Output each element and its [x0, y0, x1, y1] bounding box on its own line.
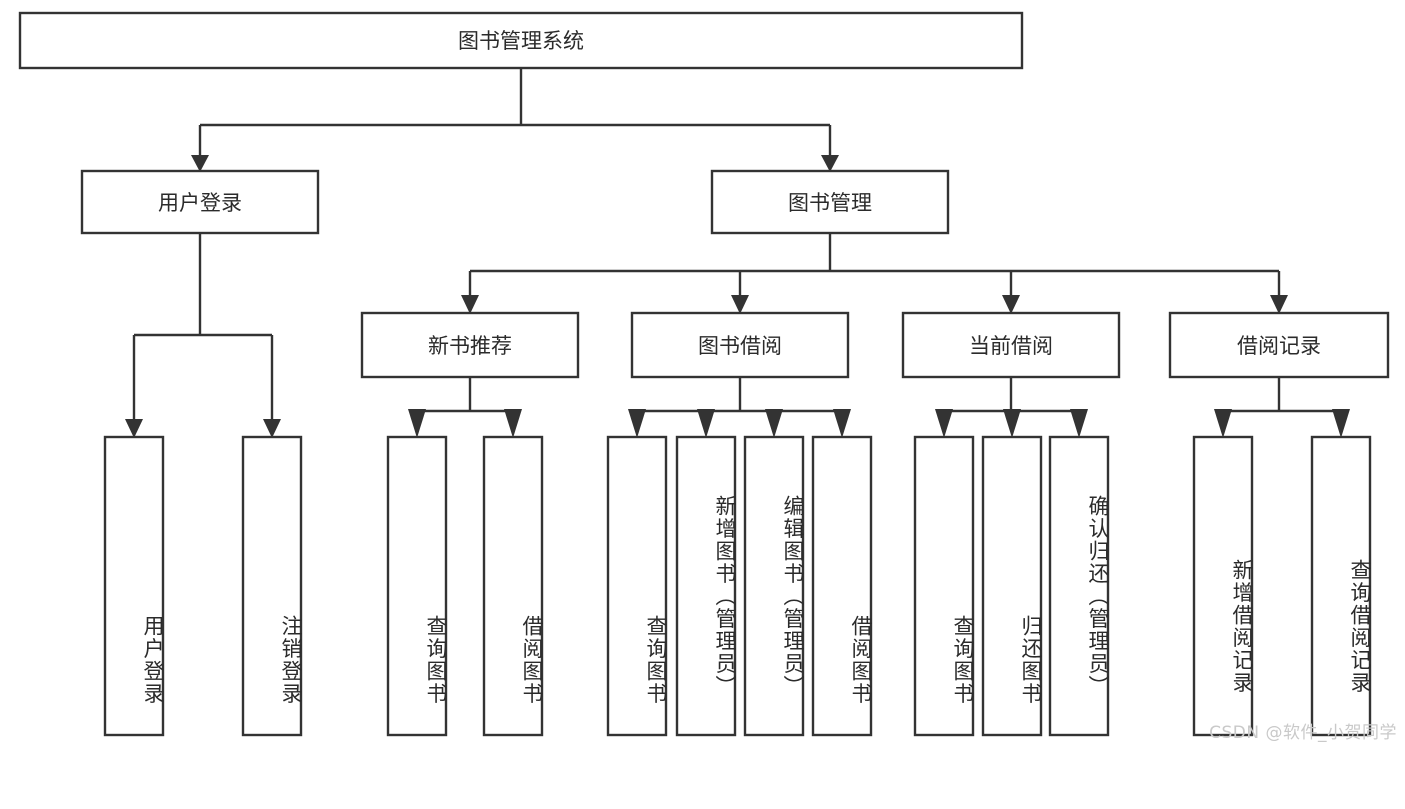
connector-root-bus [198, 68, 832, 158]
node-leaf-user-login-box[interactable] [103, 435, 165, 737]
node-borrow-record-label: 借阅记录 [1237, 334, 1321, 358]
connector-borrow-record-bus [1221, 377, 1343, 422]
node-book-borrow-label: 图书借阅 [698, 334, 782, 358]
arrow-head-icon [263, 419, 281, 438]
connector-book-manage-bus [468, 233, 1281, 298]
arrow-head-icon [1003, 409, 1021, 438]
arrow-head-icon [628, 409, 646, 438]
node-leaf-edit-book-box[interactable] [743, 435, 805, 737]
arrow-head-icon [821, 155, 839, 172]
node-book-manage-box[interactable] [710, 169, 950, 235]
node-book-borrow-box[interactable] [630, 311, 850, 379]
arrow-head-icon [1214, 409, 1232, 438]
node-leaf-confirm-return-box[interactable] [1048, 435, 1110, 737]
node-user-login-box[interactable] [80, 169, 320, 235]
diagram-canvas-container: 图书管理系统 用户登录 图书管理 新书推荐 图书借阅 当前借阅 借阅记录 [18, 11, 1397, 743]
arrow-head-icon [1002, 295, 1020, 314]
connector-user-login-bus [132, 233, 274, 422]
node-book-manage-label: 图书管理 [788, 191, 872, 215]
arrow-head-icon [731, 295, 749, 314]
arrow-head-icon [765, 409, 783, 438]
node-root-box[interactable] [18, 11, 1024, 70]
arrow-head-icon [833, 409, 851, 438]
node-new-book-rec[interactable]: 新书推荐 [360, 311, 580, 379]
node-leaf-query-record-box[interactable] [1310, 435, 1372, 737]
arrow-head-icon [1270, 295, 1288, 314]
node-borrow-record-box[interactable] [1168, 311, 1390, 379]
node-user-login[interactable]: 用户登录 [80, 169, 320, 235]
node-leaf-query-book-1-box[interactable] [386, 435, 448, 737]
node-root[interactable]: 图书管理系统 [18, 11, 1024, 70]
arrow-head-icon [697, 409, 715, 438]
node-leaf-borrow-book-2-box[interactable] [811, 435, 873, 737]
connector-layer [132, 68, 1343, 422]
leaf-box-layer [103, 435, 1372, 737]
node-leaf-add-record-box[interactable] [1192, 435, 1254, 737]
arrow-head-icon [504, 409, 522, 438]
node-book-borrow[interactable]: 图书借阅 [630, 311, 850, 379]
node-leaf-user-logout-box[interactable] [241, 435, 303, 737]
arrowhead-layer [125, 155, 1350, 438]
watermark-text: CSDN @软件_小贺同学 [1209, 723, 1397, 743]
node-leaf-return-book-box[interactable] [981, 435, 1043, 737]
node-leaf-add-book-box[interactable] [675, 435, 737, 737]
arrow-head-icon [125, 419, 143, 438]
node-new-book-rec-label: 新书推荐 [428, 334, 512, 358]
node-user-login-label: 用户登录 [158, 191, 242, 215]
arrow-head-icon [461, 295, 479, 314]
node-root-label: 图书管理系统 [458, 29, 584, 53]
node-book-manage[interactable]: 图书管理 [710, 169, 950, 235]
arrow-head-icon [408, 409, 426, 438]
node-new-book-rec-box[interactable] [360, 311, 580, 379]
node-leaf-query-book-3-box[interactable] [913, 435, 975, 737]
arrow-head-icon [935, 409, 953, 438]
arrow-head-icon [1332, 409, 1350, 438]
node-borrow-record[interactable]: 借阅记录 [1168, 311, 1390, 379]
node-current-borrow-label: 当前借阅 [969, 334, 1053, 358]
node-leaf-query-book-2-box[interactable] [606, 435, 668, 737]
node-current-borrow[interactable]: 当前借阅 [901, 311, 1121, 379]
arrow-head-icon [1070, 409, 1088, 438]
hierarchy-diagram: 图书管理系统 用户登录 图书管理 新书推荐 图书借阅 当前借阅 借阅记录 [18, 11, 1390, 737]
node-leaf-borrow-book-1-box[interactable] [482, 435, 544, 737]
connector-book-borrow-bus [635, 377, 844, 422]
arrow-head-icon [191, 155, 209, 172]
connector-new-book-rec-bus [415, 377, 515, 422]
node-current-borrow-box[interactable] [901, 311, 1121, 379]
